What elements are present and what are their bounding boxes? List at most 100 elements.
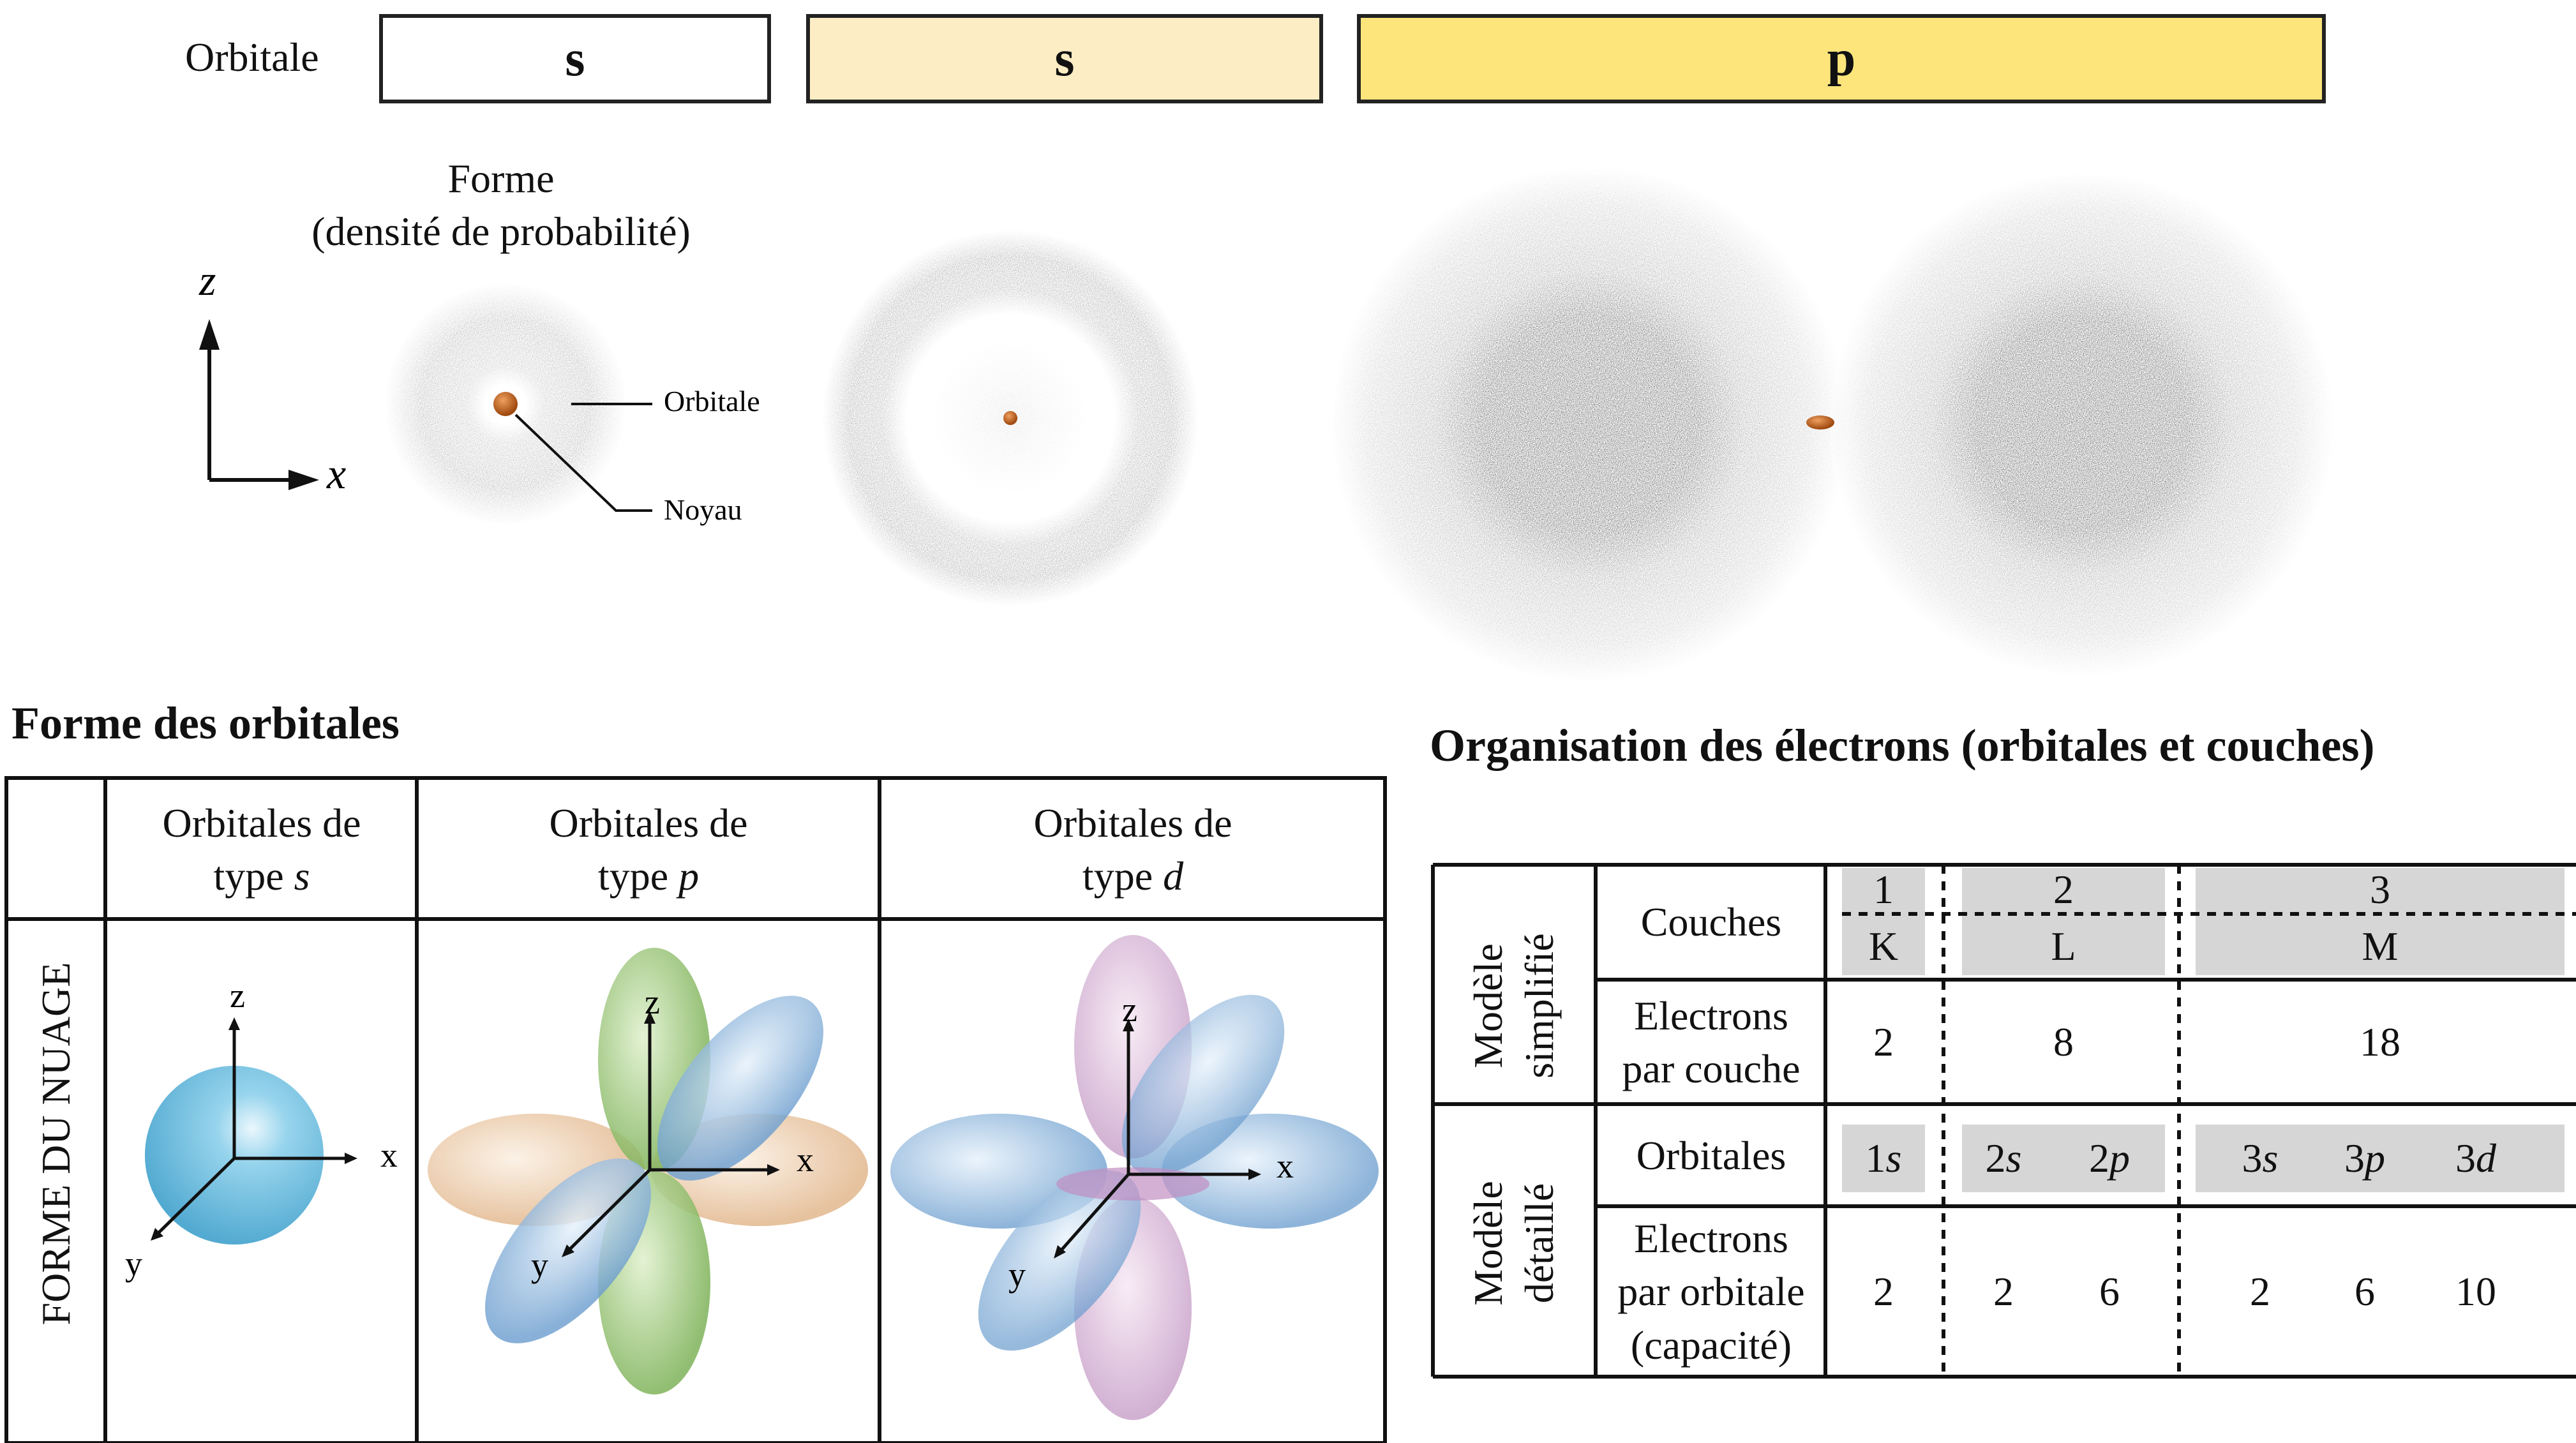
orbital-3s-n: 3 [2242, 1135, 2263, 1181]
col-header-p-line1: Orbitales de [549, 800, 748, 846]
col-header-d-line1: Orbitales de [1033, 800, 1232, 846]
right-table-grid [1431, 863, 2576, 1379]
orbital-3p-n: 3 [2344, 1135, 2365, 1181]
gray-cells [1842, 868, 2565, 1192]
orbital-3s-t: s [2262, 1135, 2279, 1181]
nucleus-1s [493, 392, 518, 416]
capacity-3s: 2 [2250, 1269, 2270, 1315]
orbital-2p-n: 2 [2089, 1135, 2109, 1181]
group-label-simplifie-line1: Modèle [1465, 943, 1511, 1068]
d-orbital-drawing: z x y [890, 935, 1379, 1420]
orbital-box-2p-label: p [1827, 30, 1856, 87]
shape-title-line2: (densité de probabilité) [311, 209, 691, 255]
p-axis-y: y [531, 1246, 548, 1284]
shell-letter-l: L [2051, 923, 2076, 969]
p-axis-z: z [645, 983, 660, 1021]
col-header-p-type: type [597, 853, 679, 899]
right-table-title: Organisation des électrons (orbitales et… [1430, 720, 2375, 771]
capacity-3d: 10 [2455, 1269, 2496, 1315]
orbital-2p-t: p [2109, 1135, 2130, 1181]
capacity-1s: 2 [1873, 1269, 1894, 1315]
d-axis-z: z [1122, 991, 1137, 1029]
row-header-orbitales: Orbitales [1636, 1132, 1786, 1178]
col-header-d: Orbitales de type d [881, 780, 1385, 919]
left-table-grid [4, 776, 1387, 1443]
shell-letter-m: M [2362, 923, 2399, 969]
orbital-1s-t: s [1885, 1135, 1902, 1181]
nucleus-2p [1806, 415, 1834, 430]
d-z2-torus [1056, 1167, 1209, 1200]
row-header-electrons-couche-line2: par couche [1622, 1046, 1801, 1091]
noyau-leader-line [514, 414, 652, 512]
orbitale-row-label: Orbitale [185, 34, 319, 80]
orbital-2s-t: s [2005, 1135, 2022, 1181]
col-header-s-type: type [213, 853, 294, 899]
col-header-p-letter: p [678, 853, 700, 899]
group-label-detaille-line1: Modèle [1465, 1181, 1511, 1306]
col-header-s-letter: s [294, 853, 310, 899]
axis-x-label: x [326, 449, 346, 498]
label-noyau: Noyau [664, 493, 742, 526]
electrons-shell-k: 2 [1873, 1019, 1894, 1065]
orbital-box-2s: s [806, 14, 1323, 103]
shape-title-line1: Forme [447, 156, 555, 201]
orbital-shapes-table: z x y z x y [4, 776, 1387, 1443]
group-label-modele-simplifie: Modèle simplifié [1463, 885, 1565, 1127]
axes-zx [199, 319, 319, 490]
group-label-detaille-line2: détaillé [1516, 1183, 1562, 1304]
d-lobe-lower-diag [978, 1170, 1141, 1351]
orbital-box-2s-label: s [1054, 30, 1075, 87]
col-header-d-type: type [1082, 853, 1164, 899]
p-y-lobe-upper [657, 996, 823, 1181]
axis-z-label: z [198, 256, 216, 304]
cloud-2p-right-lobe [1830, 172, 2334, 677]
label-orbitale: Orbitale [664, 385, 760, 417]
capacity-2s: 2 [1993, 1269, 2014, 1315]
orbital-box-1s-label: s [565, 30, 585, 87]
shape-title: Forme (densité de probabilité) [300, 152, 702, 258]
d-axis-y: y [1008, 1255, 1026, 1294]
group-label-simplifie-line2: simplifié [1516, 933, 1562, 1079]
p-orbital-drawing: z x y [428, 948, 868, 1394]
capacity-3p: 6 [2355, 1269, 2375, 1315]
row-header-electrons-couche: Electrons par couche [1599, 982, 1823, 1103]
orbital-3d-t: d [2476, 1135, 2496, 1181]
group-label-modele-detaille: Modèle détaillé [1463, 1122, 1565, 1364]
orbital-1s-n: 1 [1865, 1135, 1886, 1181]
d-lobe-upper-diag [1121, 994, 1285, 1176]
col-header-s: Orbitales de type s [107, 780, 416, 919]
row-header-electrons-couche-line1: Electrons [1634, 992, 1788, 1038]
s-axis-x: x [380, 1136, 398, 1174]
row-header-electrons-orbitale-line1: Electrons [1634, 1216, 1788, 1262]
shell-number-1: 1 [1873, 867, 1894, 913]
orbital-box-1s: s [379, 14, 771, 103]
capacity-2p: 6 [2099, 1269, 2120, 1315]
col-header-p: Orbitales de type p [419, 780, 878, 919]
electrons-shell-m: 18 [2360, 1019, 2400, 1065]
shell-number-3: 3 [2370, 867, 2390, 913]
nucleus-2s [1003, 411, 1017, 425]
orbital-3p-t: p [2365, 1135, 2385, 1181]
orbital-3d-n: 3 [2455, 1135, 2476, 1181]
col-header-s-line1: Orbitales de [162, 800, 361, 846]
density-illustrations: z x Orbitale Noyau [198, 166, 2334, 683]
p-axis-x: x [797, 1140, 814, 1179]
s-axis-z: z [230, 976, 245, 1015]
row-header-couches: Couches [1640, 899, 1782, 945]
s-axis-y: y [125, 1245, 142, 1283]
cloud-2p-left-lobe [1331, 166, 1848, 683]
orbital-box-2p: p [1357, 14, 2326, 103]
shell-number-2: 2 [2053, 867, 2074, 913]
row-header-electrons-orbitale-line3: (capacité) [1630, 1322, 1792, 1368]
col-header-d-letter: d [1163, 853, 1184, 899]
s-orbital-drawing: z x y [125, 976, 398, 1283]
orbital-2s-n: 2 [1985, 1135, 2006, 1181]
shell-letter-k: K [1868, 923, 1899, 969]
electrons-shell-l: 8 [2053, 1019, 2074, 1065]
